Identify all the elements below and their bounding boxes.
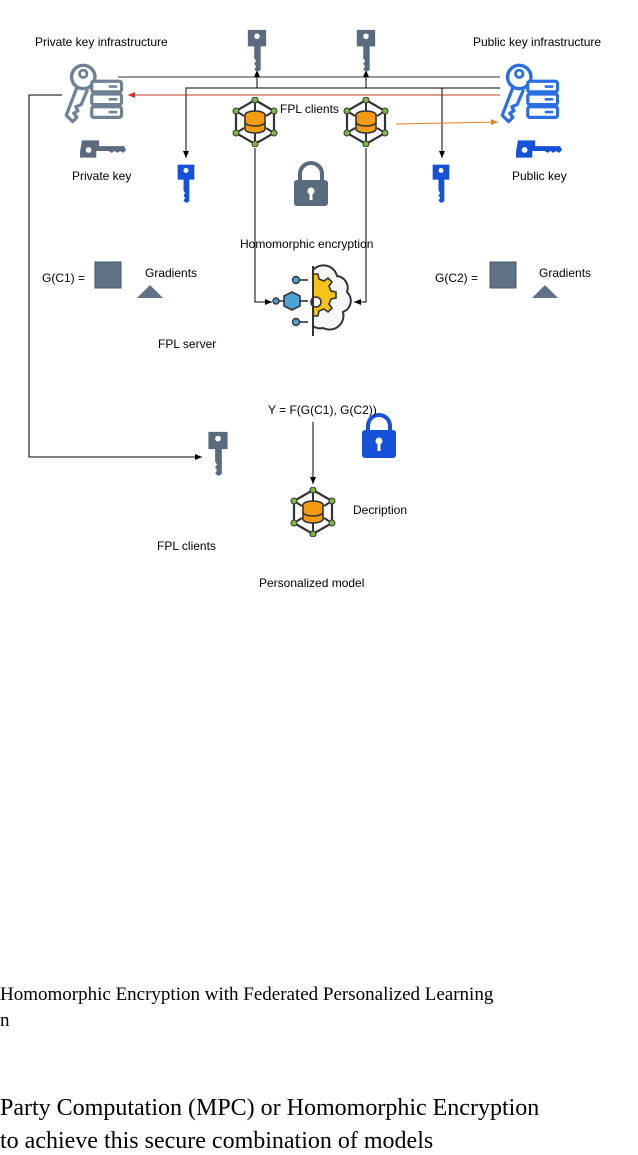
lock-closed-icon [294,161,328,206]
label-fpl-server: FPL server [158,337,216,351]
gradient-square-c2 [489,261,517,289]
bottom-key-icon [208,431,228,476]
label-gc2: G(C2) = [435,271,478,285]
arrow-client2-to-server [354,148,367,305]
body-text-line-2: to achieve this secure combination of mo… [0,1128,434,1154]
fpl-client-node-1 [231,97,279,147]
blue-key-icon-left [177,164,195,203]
connector-public-to-keys [183,87,500,158]
lock-open-icon [362,413,396,458]
orange-arrow-to-public-infra [395,119,499,126]
label-gradients-right: Gradients [539,266,591,280]
gradient-square-c1 [94,261,122,289]
arrow-private-to-bottom-key [28,94,202,460]
label-fpl-clients-top: FPL clients [280,102,339,116]
figure-caption-line-1: Homomorphic Encryption with Federated Pe… [0,984,494,1005]
label-public-key-infrastructure: Public key infrastructure [473,35,601,49]
connectors [28,70,500,484]
label-personalized-model: Personalized model [259,576,364,590]
label-formula: Y = F(G(C1), G(C2)) [268,403,377,417]
blue-key-icon-right [432,164,450,203]
fpl-client-node-2 [342,97,390,147]
top-key-icon-2 [356,29,376,72]
private-key-infrastructure-icon [64,63,124,124]
private-key-icon [80,140,126,158]
label-decryption: Decription [353,503,407,517]
public-key-icon [516,140,562,158]
fpl-server-icon [272,264,352,336]
homomorphic-fpl-diagram: Private key infrastructure Public key in… [28,29,601,590]
label-gradients-left: Gradients [145,266,197,280]
decryption-node [289,487,337,537]
top-key-icon-1 [247,29,267,72]
figure-caption-line-2: n [0,1010,10,1031]
label-fpl-clients-bottom: FPL clients [157,539,216,553]
body-text-line-1: Party Computation (MPC) or Homomorphic E… [0,1095,540,1121]
label-private-key: Private key [72,169,131,183]
label-homomorphic-encryption: Homomorphic encryption [240,237,373,251]
gradient-triangle-c1 [137,285,163,298]
arrow-client1-to-server [254,148,272,305]
gradient-triangle-c2 [532,285,558,298]
label-private-key-infrastructure: Private key infrastructure [35,35,168,49]
public-key-infrastructure-icon [500,63,560,124]
label-gc1: G(C1) = [42,271,85,285]
label-public-key: Public key [512,169,567,183]
